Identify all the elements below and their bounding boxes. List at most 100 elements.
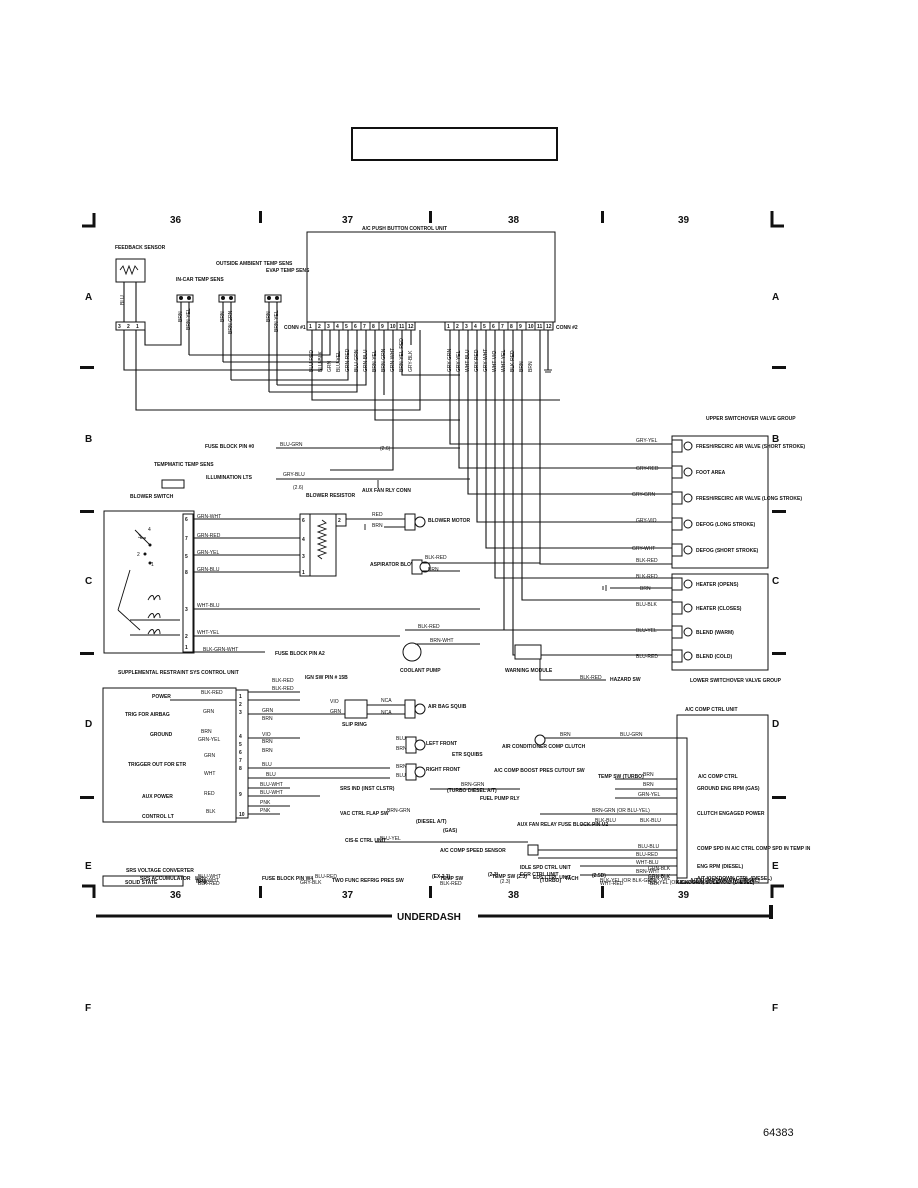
- document-number: 64383: [763, 1127, 794, 1139]
- svg-text:BLK-RED: BLK-RED: [580, 675, 602, 681]
- svg-text:BLK-BLU: BLK-BLU: [595, 818, 616, 824]
- evap-temp-sens: EVAP TEMP SENS BRN BRN-YEL: [264, 268, 310, 332]
- conn1-pin-6: 6: [354, 324, 357, 330]
- row-label-a-left: A: [85, 292, 92, 303]
- srs-pin-4: 4: [239, 734, 242, 740]
- svg-text:A/C COMP CTRL: A/C COMP CTRL: [698, 774, 738, 780]
- footer-bar: UNDERDASH: [96, 905, 773, 923]
- svg-text:BLU-YEL: BLU-YEL: [380, 836, 401, 842]
- corner-brackets: [82, 211, 784, 898]
- ac-push-button-control-unit: A/C PUSH BUTTON CONTROL UNIT CONN #1 CON…: [284, 226, 578, 331]
- svg-text:BRN: BRN: [640, 586, 651, 592]
- coolant-pump-label: COOLANT PUMP: [400, 668, 441, 674]
- svg-text:BRN-WHT: BRN-WHT: [430, 638, 454, 644]
- vac-ctrl-flap-label: VAC CTRL FLAP SW: [340, 811, 389, 817]
- ign-sw-label: IGN SW PIN # 15B: [305, 675, 348, 681]
- svg-text:VIO: VIO: [330, 699, 339, 705]
- svg-text:6: 6: [302, 518, 305, 524]
- blower-resistor: BLOWER RESISTOR 6 4 3 1 2: [299, 493, 355, 577]
- lower-valve-label-1: HEATER (OPENS): [696, 582, 739, 588]
- svg-text:(2.3): (2.3): [488, 872, 499, 878]
- svg-text:2: 2: [185, 634, 188, 640]
- svg-text:TACH: TACH: [565, 876, 579, 882]
- svg-text:6: 6: [185, 517, 188, 523]
- srs-control-label: SUPPLEMENTAL RESTRAINT SYS CONTROL UNIT: [118, 670, 239, 676]
- slip-ring-label: SLIP RING: [342, 722, 367, 728]
- srs-voltage-converter-label: SRS VOLTAGE CONVERTER: [126, 868, 194, 874]
- svg-text:GRN: GRN: [330, 709, 342, 715]
- svg-text:BLK-RED: BLK-RED: [272, 686, 294, 692]
- ac-comp-ctrl-unit: A/C COMP CTRL UNIT A/C COMP CTRL GROUND …: [517, 707, 811, 884]
- svg-text:4: 4: [148, 527, 151, 533]
- svg-text:3: 3: [302, 554, 305, 560]
- upper-valve-5: [683, 545, 693, 555]
- svg-text:BLK-YEL (OR BLK-GRN): BLK-YEL (OR BLK-GRN): [600, 878, 657, 884]
- svg-text:BRN-WHT: BRN-WHT: [636, 869, 660, 875]
- svg-text:BLK-YEL (OR BLK-GRN): BLK-YEL (OR BLK-GRN): [648, 880, 705, 886]
- svg-text:TRIG FOR AIRBAG: TRIG FOR AIRBAG: [125, 712, 170, 718]
- svg-text:(2.3): (2.3): [500, 879, 511, 885]
- lower-valves: HEATER (OPENS)HEATER (CLOSES)BLEND (WARM…: [671, 577, 742, 663]
- bottom-column-labels: 36 37 38 39: [170, 886, 690, 901]
- in-car-temp-sens-label: IN-CAR TEMP SENS: [176, 277, 224, 283]
- svg-text:BRN: BRN: [643, 772, 654, 778]
- evap-temp-sens-label: EVAP TEMP SENS: [266, 268, 310, 274]
- upper-valve-2: [683, 467, 693, 477]
- svg-text:BLK-GRN-WHT: BLK-GRN-WHT: [203, 647, 238, 653]
- title-box: [351, 127, 558, 161]
- blower-switch: BLOWER SWITCH 6 7 5 8 3 2 1 4 3 2 1 GRN-…: [103, 494, 480, 657]
- svg-text:GRY-RED: GRY-RED: [636, 466, 659, 472]
- svg-text:BRN: BRN: [195, 876, 206, 882]
- fuse-block-pin-a2-label: FUSE BLOCK PIN A2: [275, 651, 325, 657]
- warning-module: WARNING MODULE BLK-RED HAZARD SW: [505, 644, 641, 683]
- svg-text:TRIGGER OUT FOR ETR: TRIGGER OUT FOR ETR: [128, 762, 186, 768]
- lower-valve-label-2: HEATER (CLOSES): [696, 606, 742, 612]
- col-label-39-top: 39: [678, 215, 690, 226]
- svg-text:LEFT FRONT: LEFT FRONT: [426, 741, 457, 747]
- svg-text:GRN-BLU: GRN-BLU: [197, 567, 220, 573]
- svg-text:1: 1: [302, 570, 305, 576]
- upper-valve-3: [683, 493, 693, 503]
- svg-text:GRN-YEL: GRN-YEL: [198, 737, 220, 743]
- svg-text:NCA: NCA: [381, 698, 392, 704]
- conn1-wire-12: GRY-BLK: [408, 350, 414, 372]
- aux-fan-relay-label: AUX FAN RELAY FUSE BLOCK PIN U2: [517, 822, 608, 828]
- svg-text:GRN: GRN: [262, 708, 274, 714]
- svg-text:GRY-VIO: GRY-VIO: [636, 518, 657, 524]
- svg-text:IDLE SPD CTRL UNIT: IDLE SPD CTRL UNIT: [520, 865, 571, 871]
- row-label-f-left: F: [85, 1003, 91, 1014]
- srs-pin-6: 6: [239, 750, 242, 756]
- svg-text:5: 5: [185, 554, 188, 560]
- svg-text:EDS CTRL UNIT: EDS CTRL UNIT: [533, 875, 571, 881]
- svg-text:BLU: BLU: [396, 736, 406, 742]
- svg-text:BRN: BRN: [262, 716, 273, 722]
- fuel-pump-rly-label: FUEL PUMP RLY: [480, 796, 520, 802]
- svg-text:BLK-RED: BLK-RED: [198, 881, 220, 887]
- svg-text:3: 3: [118, 324, 121, 330]
- svg-text:EGR CTRL UNIT: EGR CTRL UNIT: [520, 872, 559, 878]
- aspirator-label: ASPIRATOR BLOWER: [370, 562, 423, 568]
- svg-text:BLU-YEL: BLU-YEL: [636, 628, 657, 634]
- conn1-pin-9: 9: [381, 324, 384, 330]
- srs-output-wiring: BLK-RED BLK-RED IGN SW PIN # 15B GRN BRN…: [248, 675, 390, 815]
- row-label-c-right: C: [772, 576, 779, 587]
- svg-text:BLU-BLK: BLU-BLK: [636, 602, 658, 608]
- svg-text:3: 3: [138, 534, 141, 540]
- srs-pin-5: 5: [239, 742, 242, 748]
- svg-text:GRN-YEL: GRN-YEL: [648, 876, 670, 882]
- svg-text:GRN: GRN: [204, 753, 216, 759]
- conn2-pin-5: 5: [483, 324, 486, 330]
- ac-comp-boost-label: A/C COMP BOOST PRES CUTOUT SW: [494, 768, 585, 774]
- lower-switchover-valve-group: HEATER (OPENS)HEATER (CLOSES)BLEND (WARM…: [602, 573, 782, 684]
- svg-text:BRN: BRN: [396, 746, 407, 752]
- svg-text:BRN: BRN: [428, 567, 439, 573]
- svg-text:4: 4: [302, 537, 305, 543]
- col-label-37-top: 37: [342, 215, 354, 226]
- coolant-pump: COOLANT PUMP BLK-RED BRN-WHT: [400, 624, 540, 674]
- svg-text:PNK: PNK: [260, 808, 271, 814]
- bottom-components: FUSE BLOCK PIN W4 BLU-RED TWO FUNC REFRI…: [262, 865, 760, 887]
- svg-text:GRN-BLK: GRN-BLK: [648, 866, 671, 872]
- svg-text:BLU-BLU: BLU-BLU: [638, 844, 660, 850]
- svg-text:(2.5D): (2.5D): [592, 873, 606, 879]
